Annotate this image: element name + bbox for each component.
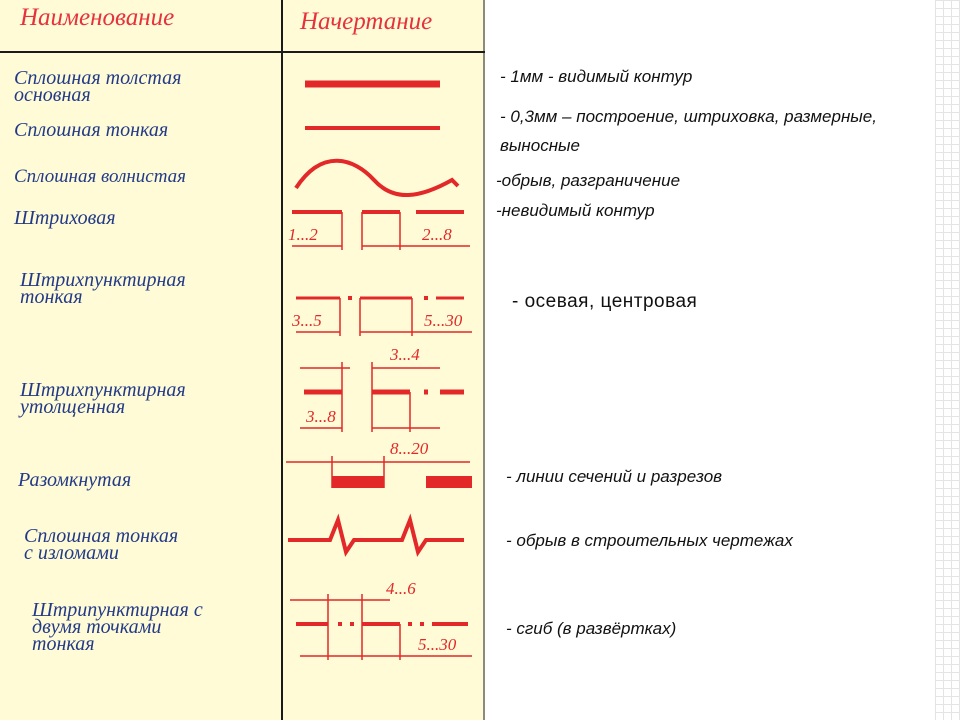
row-name-wavy: Сплошная волнистая xyxy=(14,166,186,187)
table-graphics: 1...2 2...8 3...5 5...30 3...4 3...8 8..… xyxy=(0,0,485,720)
row-name-dashed: Штриховая xyxy=(14,207,116,229)
row-name-two-dot: Штрипунктирная с двумя точками тонкая xyxy=(32,599,203,655)
dim-dashed-gap: 1...2 xyxy=(288,225,318,244)
note-open: - линии сечений и разрезов xyxy=(506,467,723,486)
row-name-dash-dot-thin: Штрихпунктирная тонкая xyxy=(20,269,186,308)
dim-open-len: 8...20 xyxy=(390,439,429,458)
dim-thick-gap: 3...4 xyxy=(389,345,420,364)
dim-thick-dash: 3...8 xyxy=(305,407,336,426)
dim-thin-gap: 3...5 xyxy=(291,311,322,330)
header-name-column: Наименование xyxy=(20,4,175,31)
row-name-break: Сплошная тонкая с изломами xyxy=(24,525,179,564)
note-fold: - сгиб (в развёртках) xyxy=(506,619,677,638)
break-line-sample xyxy=(288,513,464,557)
note-break: - обрыв в строительных чертежах xyxy=(506,531,793,550)
dash-dot-thick-sample xyxy=(300,362,464,432)
dim-two-dot-dash: 5...30 xyxy=(418,635,457,654)
row-name-solid-thick: Сплошная толстая основная xyxy=(14,67,182,106)
open-line-sample xyxy=(286,456,472,488)
note-thick: - 1мм - видимый контур xyxy=(500,67,693,86)
row-name-solid-thin: Сплошная тонкая xyxy=(14,119,169,141)
dim-two-dot-gap: 4...6 xyxy=(386,579,416,598)
dashed-sample xyxy=(292,210,470,250)
dash-two-dot-sample xyxy=(290,594,472,660)
grid-background xyxy=(935,0,960,720)
dash-dot-thin-sample xyxy=(296,296,472,336)
note-thin: - 0,3мм – построение, штриховка, размерн… xyxy=(500,107,877,155)
dim-thin-dash: 5...30 xyxy=(424,311,463,330)
header-style-column: Начертание xyxy=(300,8,433,35)
note-dashed: -невидимый контур xyxy=(496,201,655,220)
line-types-table: 1...2 2...8 3...5 5...30 3...4 3...8 8..… xyxy=(0,0,485,720)
dim-dashed-dash: 2...8 xyxy=(422,225,452,244)
note-wavy: -обрыв, разграничение xyxy=(496,171,681,190)
row-name-open: Разомкнутая xyxy=(18,469,132,491)
note-dash-dot: - осевая, центровая xyxy=(512,291,698,312)
row-name-dash-dot-thick: Штрихпунктирная утолщенная xyxy=(20,379,186,418)
wavy-sample xyxy=(294,158,460,197)
